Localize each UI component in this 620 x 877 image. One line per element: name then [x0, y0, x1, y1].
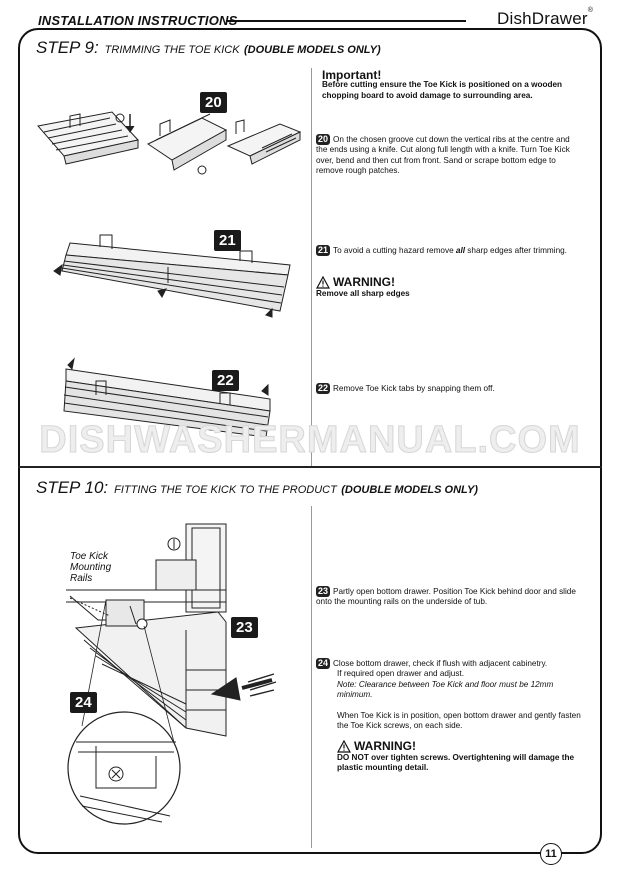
figure-21-badge: 21	[214, 230, 241, 251]
brand-logo: DishDrawer®	[497, 7, 594, 28]
figure-22-badge: 22	[212, 370, 239, 391]
warning-triangle-icon	[337, 740, 351, 753]
figure-20-illustration	[37, 111, 302, 175]
page-number: 11	[540, 843, 562, 865]
important-note: Important! Before cutting ensure the Toe…	[322, 68, 563, 100]
section-divider	[18, 466, 602, 468]
figure-23-24-illustration	[66, 523, 277, 825]
figure-23-badge: 23	[231, 617, 258, 638]
section-header: INSTALLATION INSTRUCTIONS	[34, 13, 242, 28]
figure-22-illustration	[63, 357, 271, 438]
watermark: DISHWASHERMANUAL.COM	[39, 419, 581, 462]
warning-triangle-icon	[316, 276, 330, 289]
page-frame	[18, 28, 602, 854]
step9-warning: WARNING! Remove all sharp edges	[316, 275, 410, 298]
header-rule	[226, 20, 466, 22]
step9-divider	[311, 68, 312, 466]
figure-24-badge: 24	[70, 692, 97, 713]
step10-heading: STEP 10:FITTING THE TOE KICK TO THE PROD…	[36, 478, 478, 497]
step10-warning: WARNING! DO NOT over tighten screws. Ove…	[337, 739, 575, 773]
figure-21-illustration	[53, 234, 291, 318]
step10-divider	[311, 506, 312, 848]
figure-20-badge: 20	[200, 92, 227, 113]
step9-heading: STEP 9:TRIMMING THE TOE KICK (DOUBLE MOD…	[36, 38, 381, 57]
